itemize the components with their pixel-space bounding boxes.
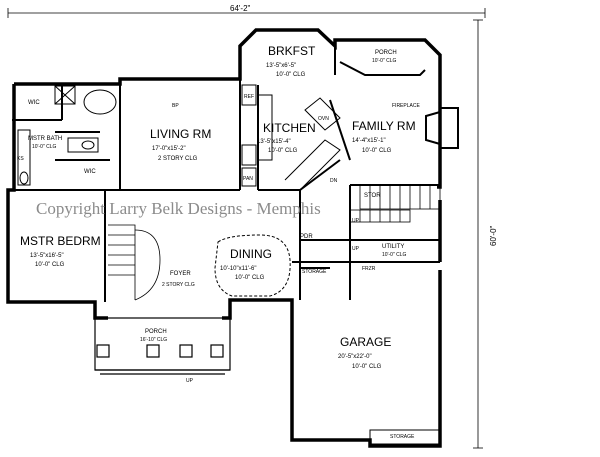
ks-tag: KS [17,156,24,162]
ref-tag: REF [244,94,254,100]
up-tag-c: UP [186,378,194,384]
garage-storage [369,429,441,445]
family-name: FAMILY RM [352,119,416,133]
porch-rear-name: PORCH [375,50,397,56]
pan-tag: PAN [243,176,253,182]
porch-front-name: PORCH [145,329,167,335]
mstr-bed-ceiling: 10'-0" CLG [35,262,65,268]
stairs-foyer [108,224,161,301]
pdr-tag: PDR [300,234,313,240]
ovn-tag: OVN [318,116,329,122]
dining-size: 10'-10"x11'-6" [220,266,256,272]
garage-size: 20'-5"x22'-0" [338,354,372,360]
dining-name: DINING [230,247,272,261]
room-labels: BRKFST 13'-5"x6'-5" 10'-0" CLG PORCH 10'… [20,44,420,370]
wic-top-label: WIC [28,100,40,106]
garage-name: GARAGE [340,335,391,349]
living-ceiling: 2 STORY CLG [158,156,198,162]
utility-name: UTILITY [382,244,404,250]
plan-tags: STOR STORAGE STORAGE PDR PAN REF OVN UP … [17,94,415,440]
overall-depth-dimension [473,19,483,449]
bp-tag: BP [172,103,179,109]
dn-tag: DN [330,178,338,184]
front-porch [94,317,231,375]
brkfst-size: 13'-5"x6'-5" [266,63,296,69]
fireplace-label: FIREPLACE [392,103,420,109]
mstr-bed-size: 13'-5"x16'-5" [30,253,64,259]
utility-ceiling: 10'-0" CLG [382,252,407,258]
storage-tag-b: STORAGE [390,434,415,440]
kitchen-counters [241,84,341,191]
porch-front-ceiling: 16'-10" CLG [140,337,167,343]
bath-fixtures [17,85,117,186]
copyright-watermark: Copyright Larry Belk Designs - Memphis [36,199,321,218]
kitchen-name: KITCHEN [263,121,316,135]
dining-ceiling: 10'-0" CLG [235,275,265,281]
family-ceiling: 10'-0" CLG [362,148,392,154]
up-tag-b: UP [352,246,360,252]
stairs-rear [349,184,441,223]
wic-mid-label: WIC [84,169,96,175]
foyer-name: FOYER [170,271,191,277]
brkfst-name: BRKFST [268,44,316,58]
family-size: 14'-4"x15'-1" [352,138,386,144]
kitchen-ceiling: 10'-0" CLG [268,148,298,154]
living-name: LIVING RM [150,127,211,141]
kitchen-size: 13'-5"x15'-4" [257,139,291,145]
garage-ceiling: 10'-0" CLG [352,364,382,370]
brkfst-ceiling: 10'-0" CLG [276,72,306,78]
stor-tag: STOR [364,193,381,199]
overall-width-label: 64'-2" [230,4,251,13]
storage-tag-a: STORAGE [302,269,327,275]
up-tag-a: UP [352,218,360,224]
mstr-bed-name: MSTR BEDRM [20,234,101,248]
mstr-bath-name: MSTR BATH [28,136,62,142]
fireplace [425,107,459,149]
frzr-tag: FRZR [362,266,376,272]
foyer-ceiling: 2 STORY CLG [162,282,195,288]
living-size: 17'-0"x15'-2" [152,146,186,152]
porch-rear-size: 10'-0" CLG [372,58,397,64]
overall-depth-label: 60'-0" [489,225,498,246]
dining-bay [214,234,291,297]
overall-width-dimension [7,8,486,18]
mstr-bath-ceiling: 10'-0" CLG [32,144,57,150]
